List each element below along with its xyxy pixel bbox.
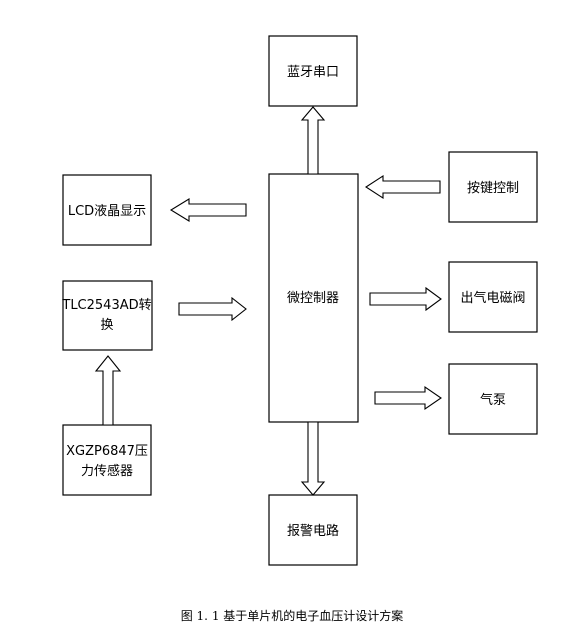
valve-block: 出气电磁阀 — [448, 261, 538, 333]
bluetooth-block: 蓝牙串口 — [268, 35, 358, 107]
adc-label-line2: 换 — [100, 318, 113, 333]
mcu-to-alarm-arrow — [300, 421, 326, 496]
sensor-label-line1: XGZP6847压 — [66, 444, 148, 459]
adc-block: TLC2543AD转 换 — [61, 280, 153, 351]
adc-to-mcu-arrow — [178, 296, 247, 322]
alarm-label: 报警电路 — [287, 523, 339, 539]
lcd-block: LCD液晶显示 — [62, 174, 152, 246]
lcd-label: LCD液晶显示 — [68, 204, 146, 219]
keypad-to-mcu-arrow — [364, 174, 441, 200]
keypad-block: 按键控制 — [448, 151, 538, 223]
mcu-to-valve-arrow — [369, 286, 442, 312]
pump-label: 气泵 — [480, 392, 506, 408]
valve-label: 出气电磁阀 — [460, 290, 525, 306]
sensor-to-adc-arrow — [94, 355, 122, 426]
mcu-label: 微控制器 — [287, 291, 339, 306]
mcu-block: 微控制器 — [268, 173, 359, 423]
bluetooth-label: 蓝牙串口 — [287, 65, 339, 80]
keypad-label: 按键控制 — [467, 181, 519, 196]
adc-label-line1: TLC2543AD转 — [61, 298, 151, 313]
sensor-block: XGZP6847压 力传感器 — [62, 424, 152, 496]
sensor-label-line2: 力传感器 — [81, 463, 133, 479]
alarm-block: 报警电路 — [268, 494, 358, 566]
mcu-to-bluetooth-arrow — [300, 106, 326, 175]
pump-block: 气泵 — [448, 363, 538, 435]
mcu-to-pump-arrow — [374, 385, 442, 411]
figure-caption: 图 1. 1 基于单片机的电子血压计设计方案 — [181, 608, 404, 623]
mcu-to-lcd-arrow — [169, 198, 247, 222]
